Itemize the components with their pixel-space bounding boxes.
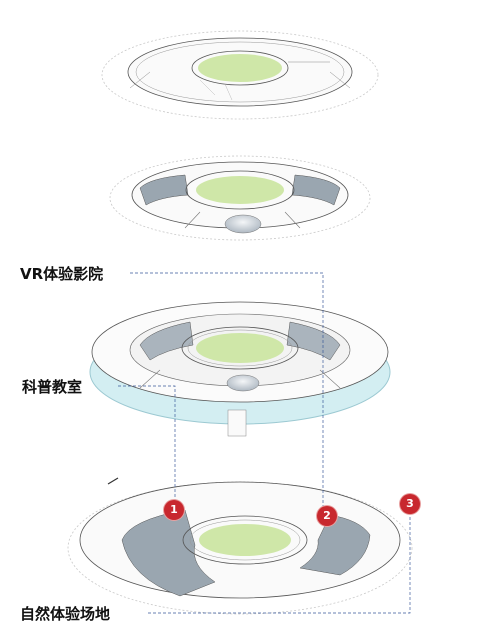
leader-science-classroom	[118, 385, 176, 505]
room-block-ground-right	[299, 514, 371, 576]
dome	[226, 374, 260, 392]
dome	[224, 214, 262, 234]
marker-3: 3	[400, 494, 420, 514]
lawn-area	[198, 54, 282, 82]
level-ground-plan	[67, 477, 413, 615]
level-roof-plan	[101, 30, 379, 120]
leader-nature-field	[148, 510, 411, 614]
lawn-area	[196, 176, 284, 204]
lawn-area	[196, 333, 284, 363]
label-science-classroom: 科普教室	[22, 378, 83, 396]
level-middle-plan	[89, 301, 391, 437]
level-upper-plan	[109, 155, 371, 241]
marker-1: 1	[164, 500, 184, 520]
label-nature-field: 自然体验场地	[20, 605, 111, 623]
room-block-ground-left	[121, 509, 216, 597]
leader-lines	[118, 272, 411, 614]
marker-2: 2	[317, 506, 337, 526]
lawn-area	[199, 524, 291, 556]
leader-vr-theater	[130, 272, 324, 510]
label-vr-theater: VR体验影院	[20, 265, 104, 283]
